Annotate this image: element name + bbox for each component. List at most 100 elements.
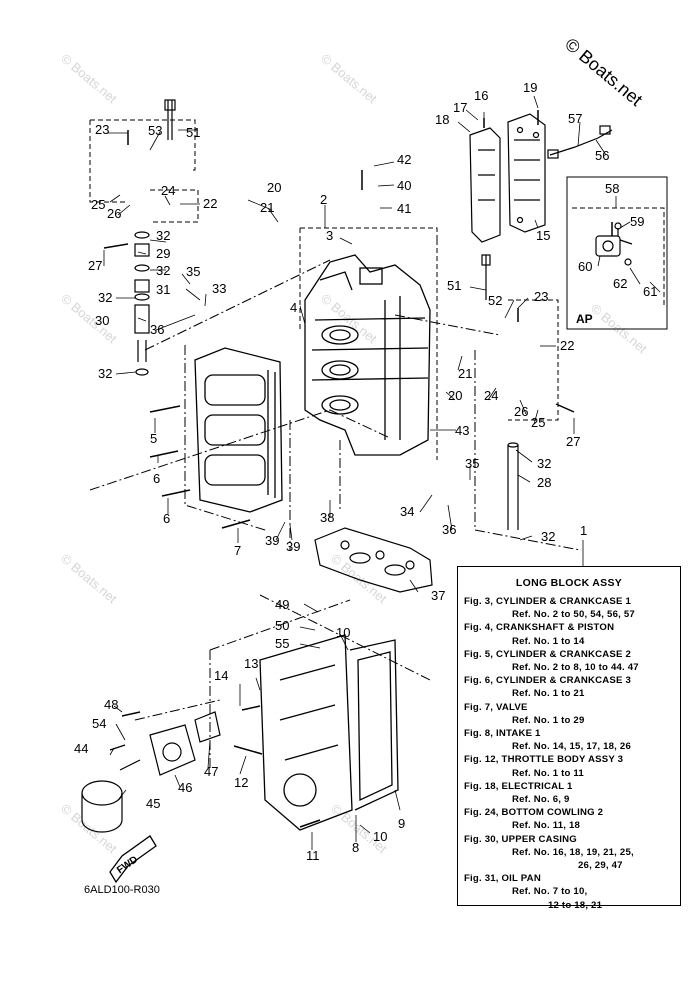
callout: 40 [397,178,411,193]
callout: 32 [537,456,551,471]
callout: 58 [605,181,619,196]
callout: 61 [643,284,657,299]
callout: 34 [400,504,414,519]
bolts [103,110,613,828]
ref-line: Ref. No. 1 to 21 [512,688,585,700]
infobox-entry: Fig. 12, THROTTLE BODY ASSY 3 Ref. No. 1… [464,753,674,779]
callout: 44 [74,741,88,756]
callout: 10 [373,829,387,844]
infobox-entry: Fig. 31, OIL PAN Ref. No. 7 to 10, 12 to… [464,872,674,912]
group-box-58 [566,176,668,330]
ref-line: Ref. No. 1 to 11 [512,767,584,779]
callout: 22 [560,338,574,353]
ref-line: Ref. No. 14, 15, 17, 18, 26 [512,741,631,753]
callout: 1 [580,523,587,538]
fwd-label: FWD [115,854,140,876]
ref-line: Ref. No. 2 to 50, 54, 56, 57 [512,609,635,621]
callout: 37 [431,588,445,603]
callout: 42 [397,152,411,167]
ref-line: 26, 29, 47 [578,860,623,872]
callout: 62 [613,276,627,291]
watermark: © Boats.net [58,551,120,607]
callout: 56 [595,148,609,163]
tube-28 [507,442,519,530]
infobox-entry: Fig. 30, UPPER CASING Ref. No. 16, 18, 1… [464,833,674,873]
callout: 51 [447,278,461,293]
callout: 14 [214,668,228,683]
callout: 47 [204,764,218,779]
callout: 20 [448,388,462,403]
callout: 39 [265,533,279,548]
callout: 9 [398,816,405,831]
callout: 59 [630,214,644,229]
callout: 55 [275,636,289,651]
callout: 23 [534,289,548,304]
callout: 27 [88,258,102,273]
callout: 17 [453,100,467,115]
ref-line: 12 to 18, 21 [548,899,603,911]
ap-label: AP [576,312,593,326]
callout: 25 [531,415,545,430]
callout: 24 [484,388,498,403]
fig-line: Fig. 6, CYLINDER & CRANKCASE 3 [464,675,631,687]
callout: 18 [435,112,449,127]
infobox-entry: Fig. 7, VALVE Ref. No. 1 to 29 [464,701,674,727]
cylinder-head [194,347,283,513]
callout: 13 [244,656,258,671]
callout: 26 [514,404,528,419]
fig-line: Fig. 30, UPPER CASING [464,833,577,845]
infobox-title: LONG BLOCK ASSY [515,577,623,589]
diagram-code: 6ALD100-R030 [84,884,160,896]
callout: 11 [306,848,320,863]
callout: 32 [156,263,170,278]
sensor-harness [164,99,613,300]
callout: 7 [234,543,241,558]
ref-line: Ref. No. 7 to 10, [512,886,588,898]
callout-labels: 1 2 3 4 5 6 6 7 8 9 10 10 11 12 13 14 15… [74,80,657,863]
callout: 54 [92,716,106,731]
callout: 35 [465,456,479,471]
infobox-entry: Fig. 8, INTAKE 1 Ref. No. 14, 15, 17, 18… [464,727,674,753]
callout: 23 [95,122,109,137]
callout: 22 [203,196,217,211]
callout: 46 [178,780,192,795]
callout: 51 [186,125,200,140]
fig-line: Fig. 31, OIL PAN [464,873,541,885]
fig-line: Fig. 7, VALVE [464,701,528,713]
callout: 52 [488,293,502,308]
callout: 24 [161,183,175,198]
fig-line: Fig. 5, CYLINDER & CRANKCASE 2 [464,648,631,660]
callout: 6 [163,511,170,526]
callout: 31 [156,282,170,297]
callout: 28 [537,475,551,490]
callout: 4 [290,300,297,315]
callout: 12 [234,775,248,790]
fig-line: Fig. 4, CRANKSHAFT & PISTON [464,622,615,634]
exhaust-guide [259,634,399,831]
callout: 36 [442,522,456,537]
infobox-entry: Fig. 24, BOTTOM COWLING 2 Ref. No. 11, 1… [464,806,674,832]
callout: 25 [91,197,105,212]
callout: 45 [146,796,160,811]
callout: 15 [536,228,550,243]
fig-line: Fig. 18, ELECTRICAL 1 [464,780,573,792]
infobox-entry: Fig. 18, ELECTRICAL 1 Ref. No. 6, 9 [464,780,674,806]
ref-line: Ref. No. 16, 18, 19, 21, 25, [512,846,634,858]
callout: 19 [523,80,537,95]
fig-line: Fig. 24, BOTTOM COWLING 2 [464,807,604,819]
infobox-entry: Fig. 5, CYLINDER & CRANKCASE 2 Ref. No. … [464,648,674,674]
callout: 32 [98,290,112,305]
callout: 21 [458,366,472,381]
callout: 2 [320,192,327,207]
callout: 48 [104,697,118,712]
callout: 33 [212,281,226,296]
callout: 27 [566,434,580,449]
ref-line: Ref. No. 2 to 8, 10 to 44. 47 [512,662,639,674]
callout: 3 [326,228,333,243]
callout: 20 [267,180,281,195]
callout: 36 [150,322,164,337]
callout: 26 [107,206,121,221]
exhaust-cover [469,113,546,243]
ref-line: Ref. No. 11, 18 [512,820,581,832]
watermark: © Boats.net [58,51,120,107]
